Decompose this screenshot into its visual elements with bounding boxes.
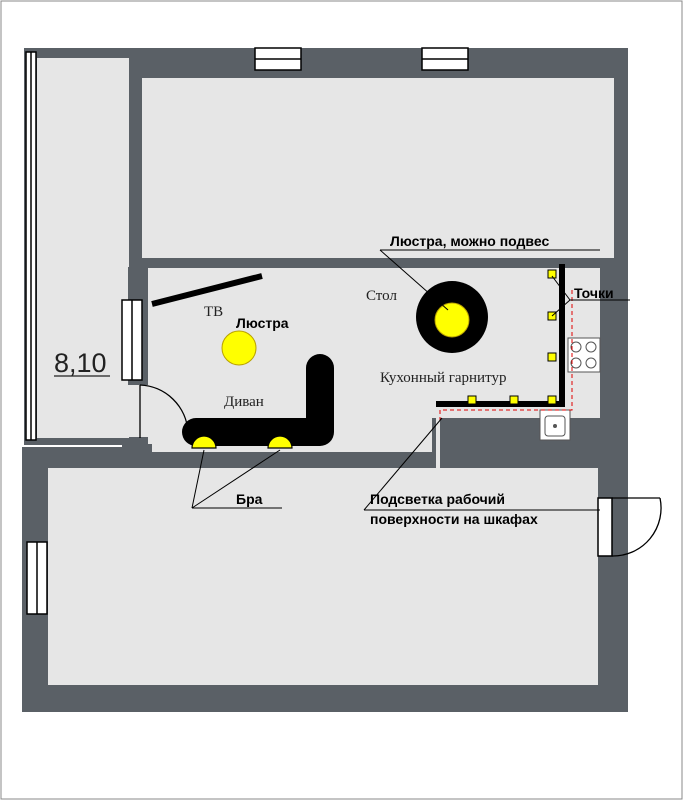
room-bedroom bbox=[142, 78, 614, 260]
leader-chandelier-pendant bbox=[379, 249, 449, 311]
sink bbox=[539, 409, 571, 441]
tv-panel bbox=[151, 273, 263, 307]
label-worktop-light-2: поверхности на шкафах bbox=[370, 511, 538, 527]
spot-5 bbox=[509, 395, 519, 405]
partitions bbox=[128, 258, 614, 468]
label-chandelier-pendant: Люстра, можно подвес bbox=[390, 233, 549, 249]
leader-spot-1 bbox=[551, 275, 571, 301]
windows bbox=[25, 47, 613, 615]
leader-sconce-left bbox=[191, 449, 205, 509]
door-right-swing bbox=[611, 497, 662, 557]
door-right-frame bbox=[597, 497, 613, 557]
leader-worktop-light bbox=[363, 417, 443, 511]
label-chandelier: Люстра bbox=[236, 315, 289, 331]
leader-spot-2 bbox=[551, 299, 571, 317]
leader-lines bbox=[191, 249, 630, 511]
worktop-light-guide bbox=[439, 290, 573, 420]
leader-sconce-right bbox=[191, 449, 281, 509]
spot-3 bbox=[547, 352, 557, 362]
room-lower bbox=[48, 468, 598, 685]
label-kitchen-set: Кухонный гарнитур bbox=[380, 370, 506, 386]
sconce-left bbox=[191, 435, 217, 449]
sconce-right bbox=[267, 435, 293, 449]
doors bbox=[139, 384, 662, 557]
room-balcony bbox=[37, 58, 129, 438]
label-worktop-light-1: Подсветка рабочий bbox=[370, 491, 505, 507]
label-tv: ТВ bbox=[204, 304, 223, 320]
spot-6 bbox=[467, 395, 477, 405]
stove bbox=[567, 337, 601, 373]
area-label: 8,10 bbox=[54, 348, 107, 378]
room-living-kitchen bbox=[148, 268, 600, 444]
sofa bbox=[182, 354, 334, 446]
kitchen-counter bbox=[436, 264, 565, 407]
spot-4 bbox=[547, 395, 557, 405]
partition-bedroom-living bbox=[142, 258, 614, 268]
partition-gap bbox=[436, 418, 440, 468]
partition-kitchen-bottom bbox=[432, 418, 600, 468]
chandelier-lamp bbox=[221, 330, 257, 366]
label-spots: Точки bbox=[574, 285, 614, 301]
label-sconces: Бра bbox=[236, 491, 263, 507]
label-table: Стол bbox=[366, 288, 397, 304]
label-sofa: Диван bbox=[224, 394, 264, 410]
rooms bbox=[37, 58, 614, 685]
table-pendant-lamp bbox=[434, 302, 470, 338]
spot-1 bbox=[547, 269, 557, 279]
